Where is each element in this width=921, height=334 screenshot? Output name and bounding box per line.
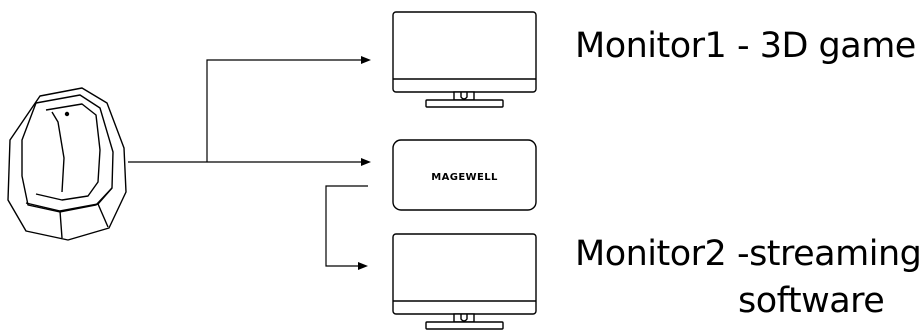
capture-to-monitor2-line	[325, 185, 368, 267]
arrow-right-icon	[358, 262, 368, 270]
monitor2-label: Monitor2 -streaming	[575, 234, 921, 274]
gaming-pc-tower-icon	[7, 87, 127, 241]
arrow-right-icon	[361, 56, 371, 64]
connection-lines	[128, 59, 368, 267]
monitor2-icon	[392, 233, 537, 330]
capture-device-brand: MAGEWELL	[431, 172, 498, 183]
monitor2-label-continuation: software	[738, 281, 885, 321]
arrow-right-icon	[361, 158, 371, 166]
capture-device-icon: MAGEWELL	[392, 139, 537, 211]
arrowheads	[358, 56, 371, 270]
monitor1-branch-line	[206, 59, 364, 162]
monitor1-icon	[392, 11, 537, 108]
monitor1-label: Monitor1 - 3D game	[575, 26, 916, 66]
